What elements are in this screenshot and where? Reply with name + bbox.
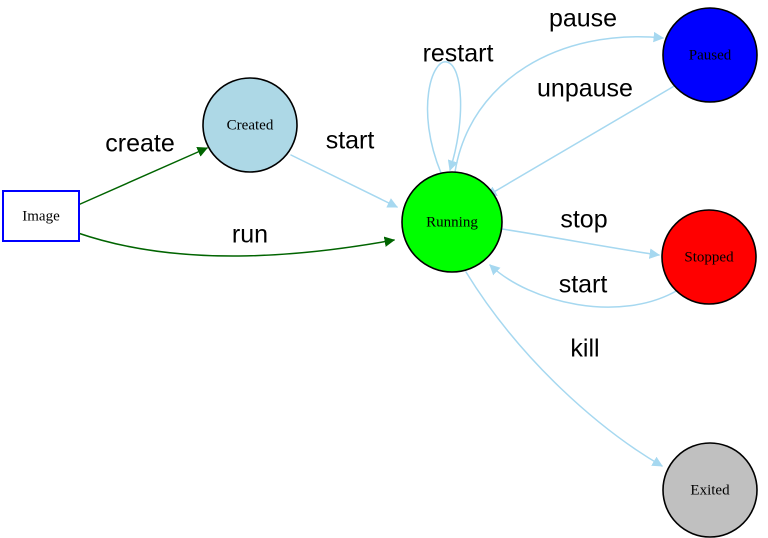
node-image[interactable]: Image [2, 190, 80, 242]
node-stopped[interactable]: Stopped [661, 209, 757, 305]
edges-layer: create run start restart [77, 5, 679, 467]
edge-kill-line [465, 271, 663, 467]
edge-stop-line [501, 228, 661, 259]
edge-label-start-stopped: start [559, 271, 608, 299]
node-running-circle[interactable] [401, 171, 503, 273]
edge-run-line [77, 232, 396, 257]
node-paused[interactable]: Paused [662, 7, 758, 103]
node-image-rect[interactable] [2, 190, 80, 242]
edge-run[interactable]: run [77, 221, 396, 257]
edge-label-unpause: unpause [537, 75, 633, 103]
edge-unpause-line [486, 84, 677, 197]
edge-label-create: create [105, 130, 174, 158]
edge-pause-line [454, 31, 665, 173]
edge-start-created-line [290, 154, 398, 208]
node-created[interactable]: Created [202, 77, 298, 173]
edge-label-run: run [232, 221, 268, 249]
edge-create[interactable]: create [77, 130, 208, 206]
edge-stop[interactable]: stop [501, 206, 661, 259]
edge-start-stopped-line [489, 264, 679, 308]
edge-run-hitarea[interactable] [78, 233, 394, 256]
edge-start-created[interactable]: start [290, 127, 398, 208]
node-created-circle[interactable] [202, 77, 298, 173]
edge-label-kill: kill [570, 335, 599, 363]
edge-label-start-created: start [326, 127, 375, 155]
edge-restart-line [426, 61, 462, 174]
edge-unpause[interactable]: unpause [486, 75, 677, 197]
node-stopped-circle[interactable] [661, 209, 757, 305]
edge-label-stop: stop [560, 206, 607, 234]
node-running[interactable]: Running [401, 171, 503, 273]
node-exited-circle[interactable] [662, 442, 758, 538]
edge-start-stopped-hitarea[interactable] [490, 265, 678, 307]
edge-label-pause: pause [549, 5, 617, 33]
node-exited[interactable]: Exited [662, 442, 758, 538]
node-paused-circle[interactable] [662, 7, 758, 103]
edge-create-line [77, 147, 208, 206]
edge-start-stopped[interactable]: start [489, 264, 679, 308]
